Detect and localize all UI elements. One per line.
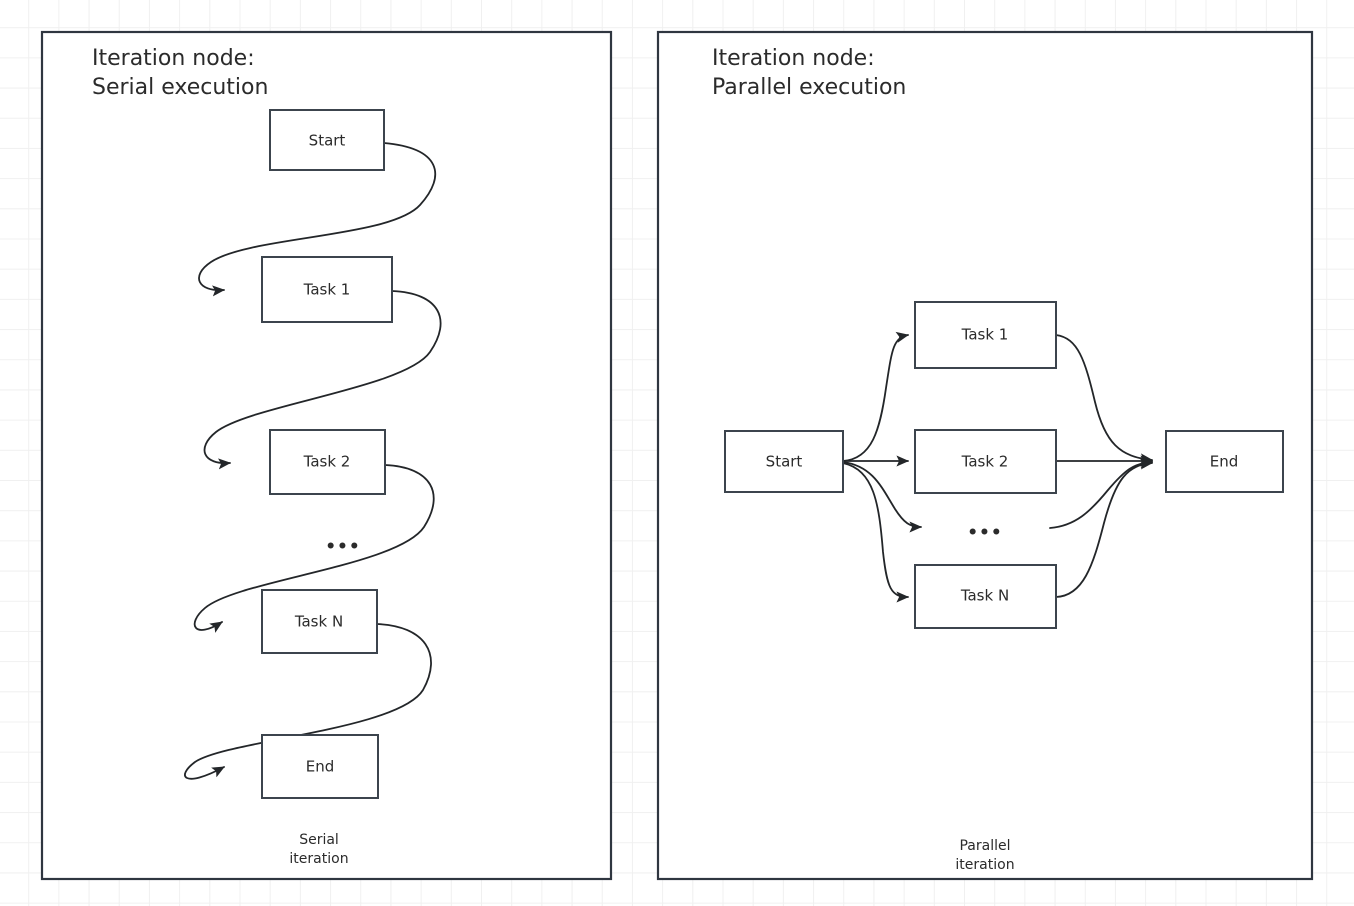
serial-node-end[interactable]: End — [261, 734, 379, 799]
serial-node-task-n[interactable]: Task N — [261, 589, 378, 654]
panel-serial-title-line1: Iteration node: — [92, 46, 255, 71]
serial-node-task-1[interactable]: Task 1 — [261, 256, 393, 323]
serial-task-1-box[interactable] — [261, 256, 393, 323]
parallel-fanout-edges — [842, 331, 923, 603]
serial-end-box[interactable] — [261, 734, 379, 799]
parallel-fanin-edges — [1049, 334, 1154, 598]
edge-start-to-task1 — [198, 142, 437, 297]
serial-node-start[interactable]: Start — [269, 109, 385, 171]
serial-start-box[interactable] — [269, 109, 385, 171]
serial-end-label: End — [306, 758, 335, 776]
parallel-caption-line2: iteration — [955, 857, 1014, 873]
panel-parallel[interactable]: Iteration node: Parallel execution Start — [656, 30, 1314, 881]
edge-ellipsis-to-end — [1049, 457, 1154, 529]
parallel-caption-line1: Parallel — [959, 838, 1010, 854]
serial-task-2-box[interactable] — [269, 429, 386, 495]
serial-caption-line1: Serial — [299, 832, 339, 848]
parallel-start-label: Start — [766, 453, 803, 471]
edge-start-to-task1 — [842, 331, 909, 462]
edge-taskn-to-end — [184, 623, 432, 780]
edge-start-to-taskn — [842, 462, 910, 603]
panel-parallel-title-line2: Parallel execution — [712, 75, 906, 100]
panel-serial-title-line2: Serial execution — [92, 75, 268, 100]
parallel-end-box[interactable] — [1165, 430, 1284, 493]
parallel-end-label: End — [1210, 453, 1239, 471]
parallel-node-start[interactable]: Start — [724, 430, 844, 493]
serial-start-label: Start — [309, 132, 346, 150]
edge-task1-to-end — [1055, 334, 1154, 465]
serial-task-1-label: Task 1 — [303, 281, 351, 299]
serial-node-task-2[interactable]: Task 2 — [269, 429, 386, 495]
parallel-node-task-2[interactable]: Task 2 — [914, 429, 1057, 494]
parallel-task-n-label: Task N — [960, 587, 1009, 605]
parallel-task-2-box[interactable] — [914, 429, 1057, 494]
parallel-task-2-label: Task 2 — [961, 453, 1009, 471]
serial-edges — [184, 142, 442, 780]
parallel-start-box[interactable] — [724, 430, 844, 493]
panel-parallel-title-line1: Iteration node: — [712, 46, 875, 71]
serial-ellipsis-label: ••• — [325, 537, 361, 557]
edge-start-to-ellipsis — [842, 461, 923, 533]
parallel-task-1-label: Task 1 — [961, 326, 1009, 344]
serial-caption-line2: iteration — [289, 851, 348, 867]
edge-task1-to-task2 — [203, 290, 442, 470]
parallel-task-1-box[interactable] — [914, 301, 1057, 369]
panel-serial[interactable]: Iteration node: Serial execution Start T… — [40, 30, 613, 881]
parallel-ellipsis-label: ••• — [967, 523, 1003, 543]
parallel-node-task-1[interactable]: Task 1 — [914, 301, 1057, 369]
parallel-task-n-box[interactable] — [914, 564, 1057, 629]
serial-task-2-label: Task 2 — [303, 453, 351, 471]
serial-task-n-label: Task N — [294, 613, 343, 631]
parallel-node-end[interactable]: End — [1165, 430, 1284, 493]
serial-task-n-box[interactable] — [261, 589, 378, 654]
parallel-node-task-n[interactable]: Task N — [914, 564, 1057, 629]
edge-task2-to-taskn — [193, 464, 435, 633]
edge-taskn-to-end — [1055, 458, 1154, 598]
